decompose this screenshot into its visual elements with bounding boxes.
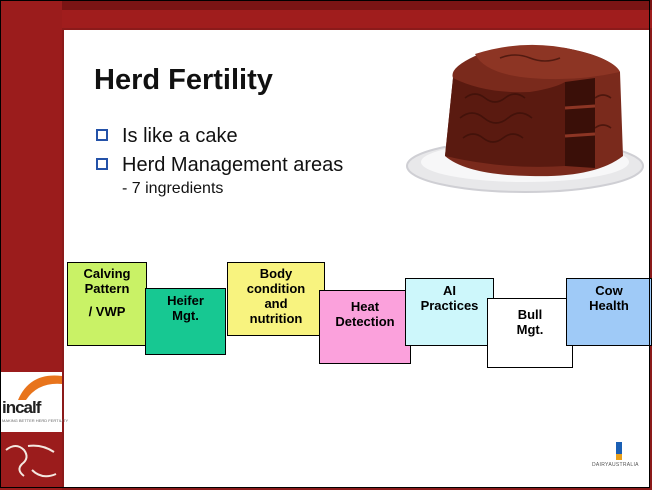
- dairy-australia-logo-text: DAIRYAUSTRALIA: [592, 462, 639, 468]
- ingredient-bull-mgt: Bull Mgt.: [487, 298, 573, 368]
- checkbox-square-icon: [96, 129, 108, 141]
- header-band: [0, 10, 652, 28]
- ingredient-label: nutrition: [249, 311, 303, 326]
- slide-title: Herd Fertility: [94, 64, 273, 96]
- ingredient-label: Mgt.: [516, 322, 544, 337]
- ingredient-label: Mgt.: [172, 308, 199, 323]
- ingredient-label: condition: [246, 281, 306, 296]
- ingredient-label: Health: [589, 298, 629, 313]
- ingredient-label: Body: [259, 266, 293, 281]
- bullet-text: Herd Management areas: [122, 154, 344, 176]
- incalf-swoosh-icon: [18, 375, 62, 400]
- ingredient-label: and: [264, 296, 288, 311]
- bullet-item: Herd Management areas: [96, 152, 367, 178]
- ingredient-label: Calving: [83, 266, 131, 281]
- cow-illustration-icon: [5, 444, 57, 478]
- ingredient-label: Bull: [517, 307, 543, 322]
- ingredient-label: Pattern: [84, 281, 130, 296]
- dairy-australia-logo-icon: [616, 442, 622, 460]
- incalf-logo-text: incalf: [2, 398, 41, 417]
- sub-bullet: - 7 ingredients: [122, 180, 224, 197]
- ingredient-label: Heat: [350, 299, 380, 314]
- ingredient-label: Cow: [595, 283, 623, 298]
- incalf-tagline: MAKING BETTER HERD FERTILITY: [2, 418, 69, 423]
- chocolate-cake-image: [406, 44, 644, 193]
- bullet-text: Is like a cake: [122, 125, 238, 147]
- checkbox-square-icon: [96, 158, 108, 170]
- ingredient-label: / VWP: [88, 304, 126, 319]
- ingredient-ai-practices: AI Practices: [405, 278, 494, 346]
- ingredient-heat-detection: Heat Detection: [319, 290, 411, 364]
- ingredient-label: Practices: [420, 298, 479, 313]
- bullet-list: Is like a cake Herd Management areas - 7…: [96, 123, 396, 198]
- incalf-logo-icon: [0, 372, 62, 432]
- ingredient-label: AI: [443, 283, 456, 298]
- header-band-dark: [0, 0, 652, 12]
- ingredient-heifer-mgt: Heifer Mgt.: [145, 288, 226, 355]
- bullet-item: Is like a cake: [96, 123, 396, 149]
- ingredient-body-condition: Body condition and nutrition: [227, 262, 325, 336]
- ingredient-cow-health: Cow Health: [566, 278, 652, 346]
- ingredient-label: Heifer: [167, 293, 204, 308]
- ingredient-calving-pattern: Calving Pattern / VWP: [67, 262, 147, 346]
- ingredient-label: Detection: [335, 314, 395, 329]
